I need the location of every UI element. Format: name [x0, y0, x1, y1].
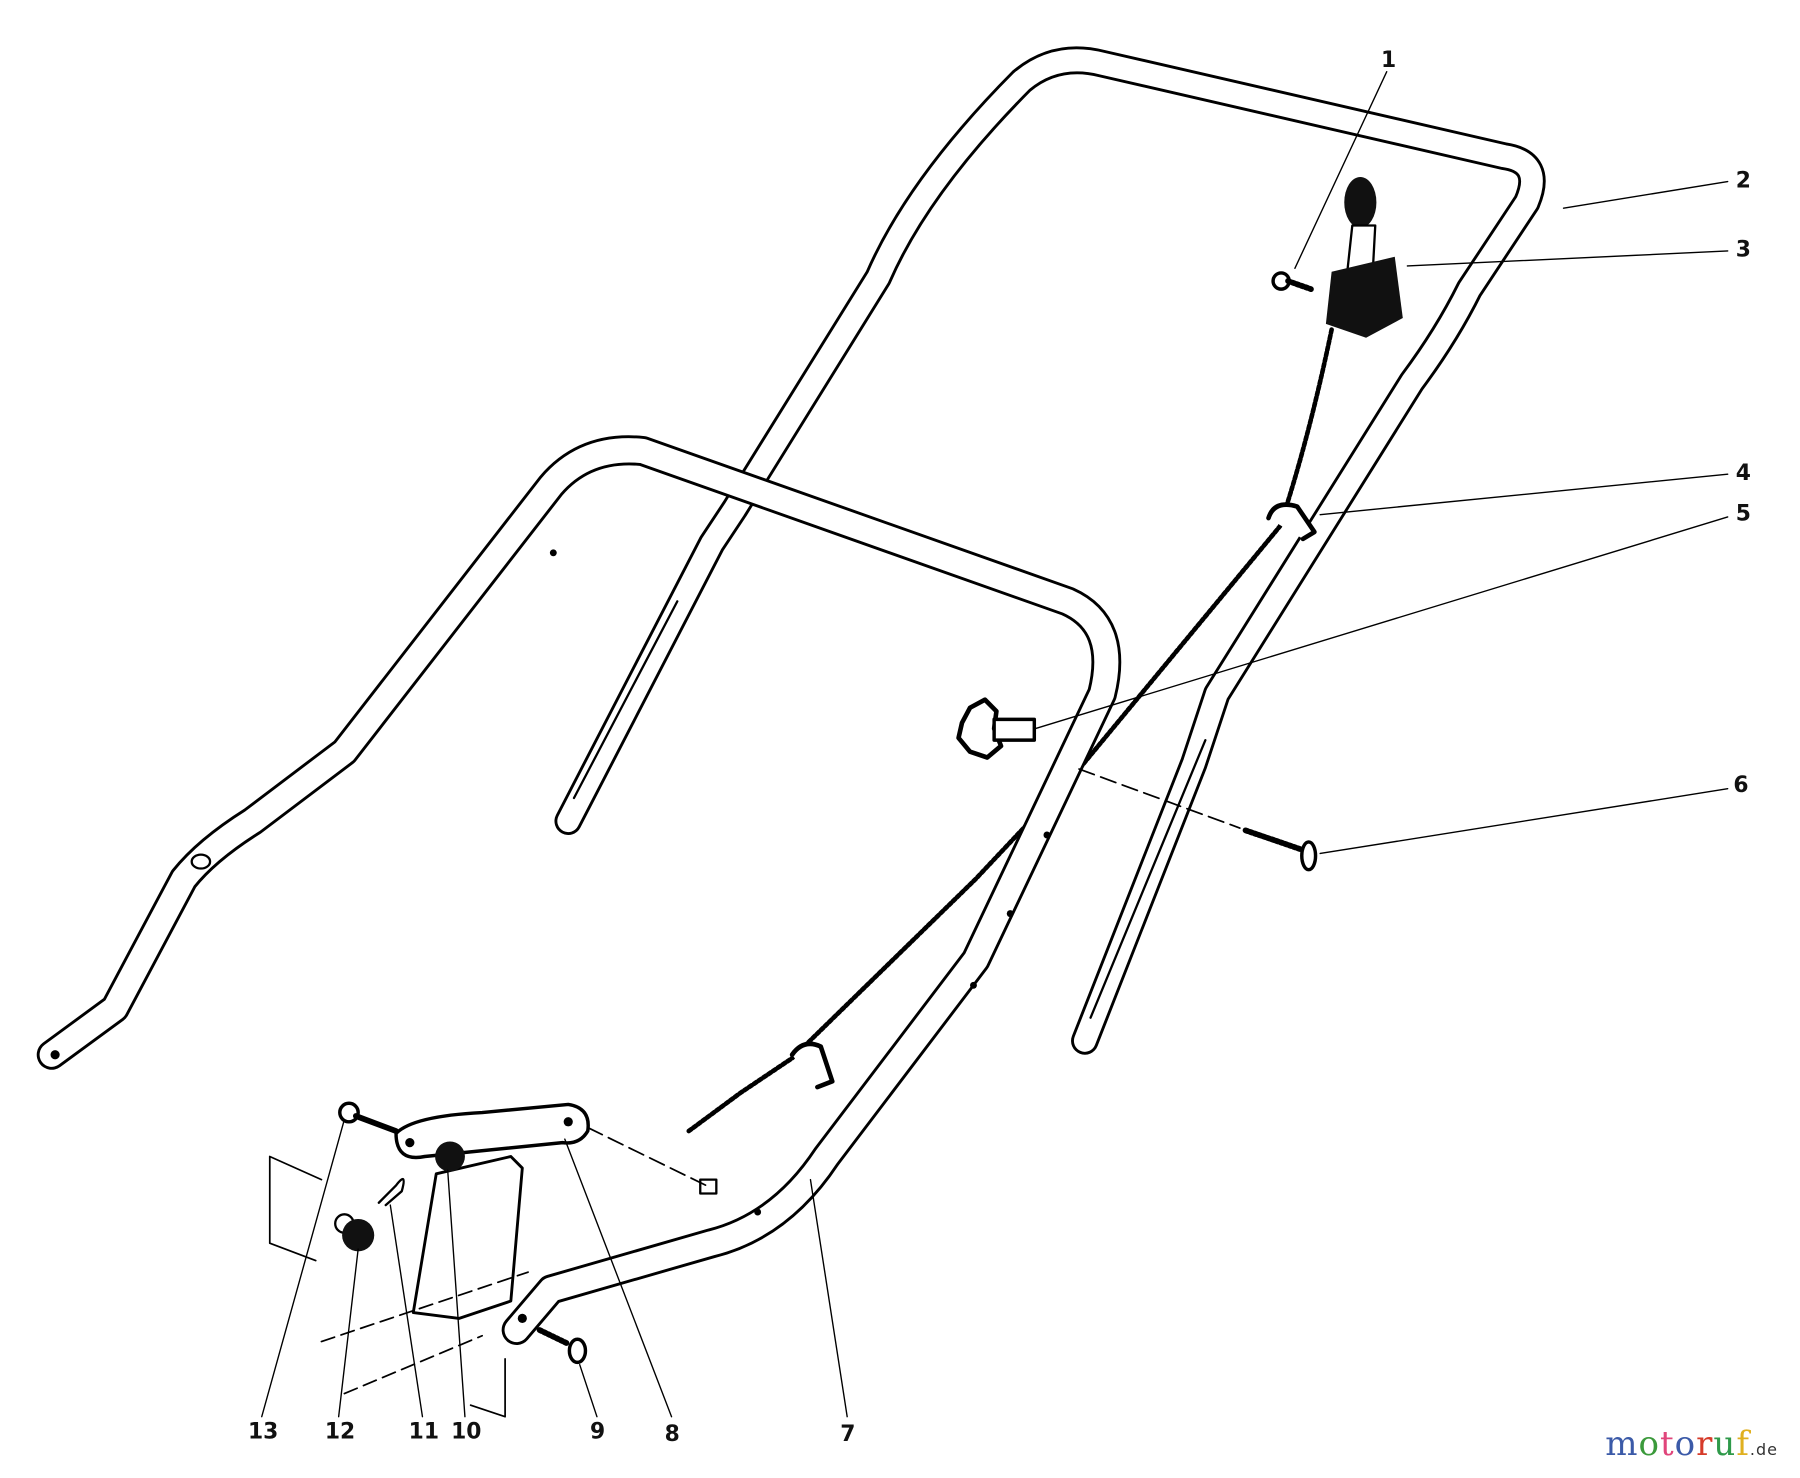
callout-2: 2	[1736, 168, 1751, 193]
watermark-letter: t	[1659, 1424, 1675, 1464]
upper-handle	[554, 46, 1546, 1055]
callout-13: 13	[248, 1420, 278, 1445]
callout-3: 3	[1736, 238, 1751, 263]
callout-8: 8	[665, 1422, 680, 1447]
carriage-bolt	[1078, 768, 1318, 872]
watermark-letter: o	[1674, 1424, 1697, 1464]
bolt-9	[536, 1327, 588, 1365]
watermark-letter: u	[1713, 1424, 1737, 1464]
cable-clip-lower	[789, 1041, 835, 1090]
watermark-letter: f	[1736, 1424, 1750, 1464]
callout-labels: 1 2 3 4 5 6 7 8 9 10 11 12 13	[248, 48, 1751, 1447]
watermark-logo: motoruf.de	[1605, 1424, 1778, 1464]
watermark-suffix: .de	[1749, 1440, 1778, 1459]
callout-4: 4	[1736, 461, 1751, 486]
callout-12: 12	[325, 1420, 355, 1445]
watermark-letter: m	[1605, 1424, 1639, 1464]
nut-12	[334, 1213, 375, 1252]
callout-1: 1	[1381, 48, 1396, 73]
leader-lines	[261, 71, 1729, 1418]
cotter-pin	[377, 1178, 405, 1207]
callout-6: 6	[1733, 773, 1748, 798]
lower-handle	[36, 435, 1122, 1346]
mounting-plate	[268, 1155, 529, 1418]
washer-10	[435, 1141, 465, 1172]
watermark-letter: r	[1696, 1424, 1714, 1464]
screw	[1271, 271, 1314, 293]
callout-5: 5	[1736, 501, 1751, 526]
bolt-13	[338, 1101, 399, 1134]
watermark-letter: o	[1638, 1424, 1660, 1464]
callout-10: 10	[451, 1420, 481, 1445]
cable-clip	[1266, 502, 1317, 542]
throttle-control	[1325, 176, 1403, 338]
callout-7: 7	[840, 1422, 855, 1447]
callout-9: 9	[590, 1420, 605, 1445]
callout-11: 11	[409, 1420, 439, 1445]
handle-knob	[956, 697, 1037, 760]
